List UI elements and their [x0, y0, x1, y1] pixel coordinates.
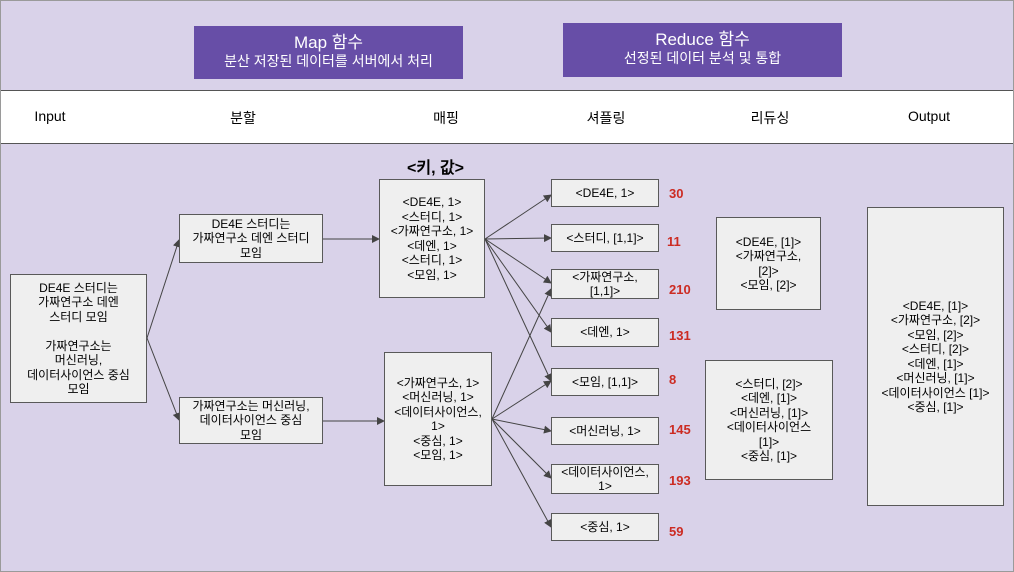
input-box: DE4E 스터디는 가짜연구소 데엔 스터디 모임 가짜연구소는 머신러닝, 데…	[10, 274, 147, 403]
shuffle-box: <데이터사이언스, 1>	[551, 464, 659, 494]
arrow-map2-shuffle5	[491, 380, 552, 420]
shuffle-box: <DE4E, 1>	[551, 179, 659, 207]
map-title: Map 함수	[293, 33, 364, 52]
arrow-map1-shuffle4	[484, 238, 552, 333]
output-box: <DE4E, [1]> <가짜연구소, [2]> <모임, [2]> <스터디,…	[867, 207, 1004, 506]
stage-bar: Input 분할 매핑 셔플링 리듀싱 Output	[1, 90, 1013, 144]
arrow-map2-shuffle7	[491, 418, 552, 479]
stage-output: Output	[907, 108, 951, 124]
shuffle-box: <모임, [1,1]>	[551, 368, 659, 396]
map-function-header: Map 함수 분산 저장된 데이터를 서버에서 처리	[194, 26, 463, 79]
shuffle-count: 145	[669, 422, 691, 437]
arrow-map1-shuffle2	[484, 234, 552, 243]
arrow-map2-shuffle6	[491, 418, 552, 434]
arrow-input-split2	[146, 337, 181, 421]
reduce-subtitle: 선정된 데이터 분석 및 통합	[623, 50, 782, 66]
arrow-map2-shuffle3	[491, 288, 552, 420]
shuffle-count: 210	[669, 282, 691, 297]
arrow-map1-shuffle1	[484, 194, 552, 240]
shuffle-box: <스터디, [1,1]>	[551, 224, 659, 252]
reducer-box-2: <스터디, [2]> <데엔, [1]> <머신러닝, [1]> <데이터사이언…	[705, 360, 833, 480]
key-value-label: <키, 값>	[407, 160, 465, 177]
reduce-title: Reduce 함수	[655, 30, 750, 49]
reduce-function-header: Reduce 함수 선정된 데이터 분석 및 통합	[563, 23, 842, 77]
shuffle-count: 193	[669, 473, 691, 488]
arrow-input-split1	[146, 239, 181, 339]
arrow-map1-shuffle5	[484, 238, 552, 382]
stage-input: Input	[34, 108, 66, 124]
map-subtitle: 분산 저장된 데이터를 서버에서 처리	[224, 53, 433, 69]
stage-split: 분할	[230, 110, 256, 126]
shuffle-count: 131	[669, 328, 691, 343]
arrow-map1-shuffle3	[484, 238, 552, 284]
shuffle-box: <머신러닝, 1>	[551, 417, 659, 445]
stage-shuffle: 셔플링	[586, 110, 626, 126]
map-box-1: <DE4E, 1> <스터디, 1> <가짜연구소, 1> <데엔, 1> <스…	[379, 179, 485, 298]
stage-map: 매핑	[433, 110, 459, 126]
shuffle-box: <중심, 1>	[551, 513, 659, 541]
shuffle-box: <가짜연구소, [1,1]>	[551, 269, 659, 299]
arrow-map2-shuffle8	[491, 418, 552, 528]
shuffle-box: <데엔, 1>	[551, 318, 659, 347]
reducer-box-1: <DE4E, [1]> <가짜연구소, [2]> <모임, [2]>	[716, 217, 821, 310]
shuffle-count: 11	[667, 234, 681, 249]
shuffle-count: 59	[669, 524, 684, 539]
shuffle-count: 30	[669, 186, 684, 201]
split-box-1: DE4E 스터디는 가짜연구소 데엔 스터디 모임	[179, 214, 323, 263]
shuffle-count: 8	[669, 372, 677, 387]
map-box-2: <가짜연구소, 1> <머신러닝, 1> <데이터사이언스, 1> <중심, 1…	[384, 352, 492, 486]
split-box-2: 가짜연구소는 머신러닝, 데이터사이언스 중심 모임	[179, 397, 323, 444]
stage-reduce: 리듀싱	[750, 110, 790, 126]
